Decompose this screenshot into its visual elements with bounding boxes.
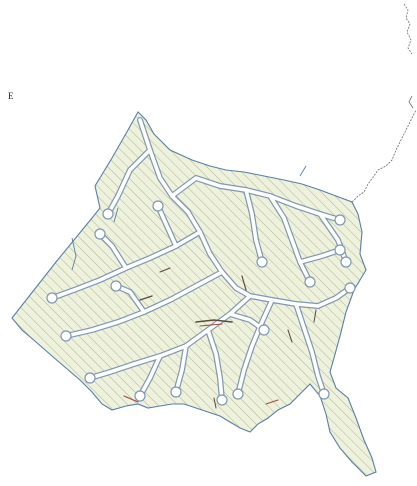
road-network — [49, 117, 353, 403]
dead-end-cul-de-sac-icon — [60, 330, 72, 342]
dead-end-cul-de-sac-icon — [94, 228, 106, 240]
dead-end-cul-de-sac-icon — [232, 388, 244, 400]
dead-end-cul-de-sac-icon — [84, 372, 96, 384]
dead-end-cul-de-sac-icon — [46, 292, 58, 304]
map-edge-label: E — [8, 91, 14, 101]
dead-end-cul-de-sac-icon — [256, 256, 268, 268]
external-boundary-line-right — [408, 95, 414, 109]
dead-end-cul-de-sac-icon — [134, 390, 146, 402]
dead-end-cul-de-sac-icon — [110, 280, 122, 292]
external-boundary-line-top — [403, 3, 413, 55]
dead-end-cul-de-sac-icon — [170, 386, 182, 398]
streams — [71, 165, 307, 271]
dead-end-cul-de-sac-icon — [318, 388, 330, 400]
dead-end-cul-de-sac-icon — [102, 208, 114, 220]
dead-end-cul-de-sac-icon — [334, 214, 346, 226]
dead-end-cul-de-sac-icon — [304, 276, 316, 288]
minor-features — [123, 267, 317, 409]
dead-end-cul-de-sac-icon — [334, 244, 346, 256]
dead-end-cul-de-sac-icon — [216, 394, 228, 406]
dead-end-cul-de-sac-icon — [344, 282, 356, 294]
cul-de-sacs — [46, 200, 356, 406]
external-boundary-line — [351, 109, 417, 203]
dead-end-cul-de-sac-icon — [152, 200, 164, 212]
dead-end-cul-de-sac-icon — [340, 256, 352, 268]
dead-end-cul-de-sac-icon — [258, 324, 270, 336]
